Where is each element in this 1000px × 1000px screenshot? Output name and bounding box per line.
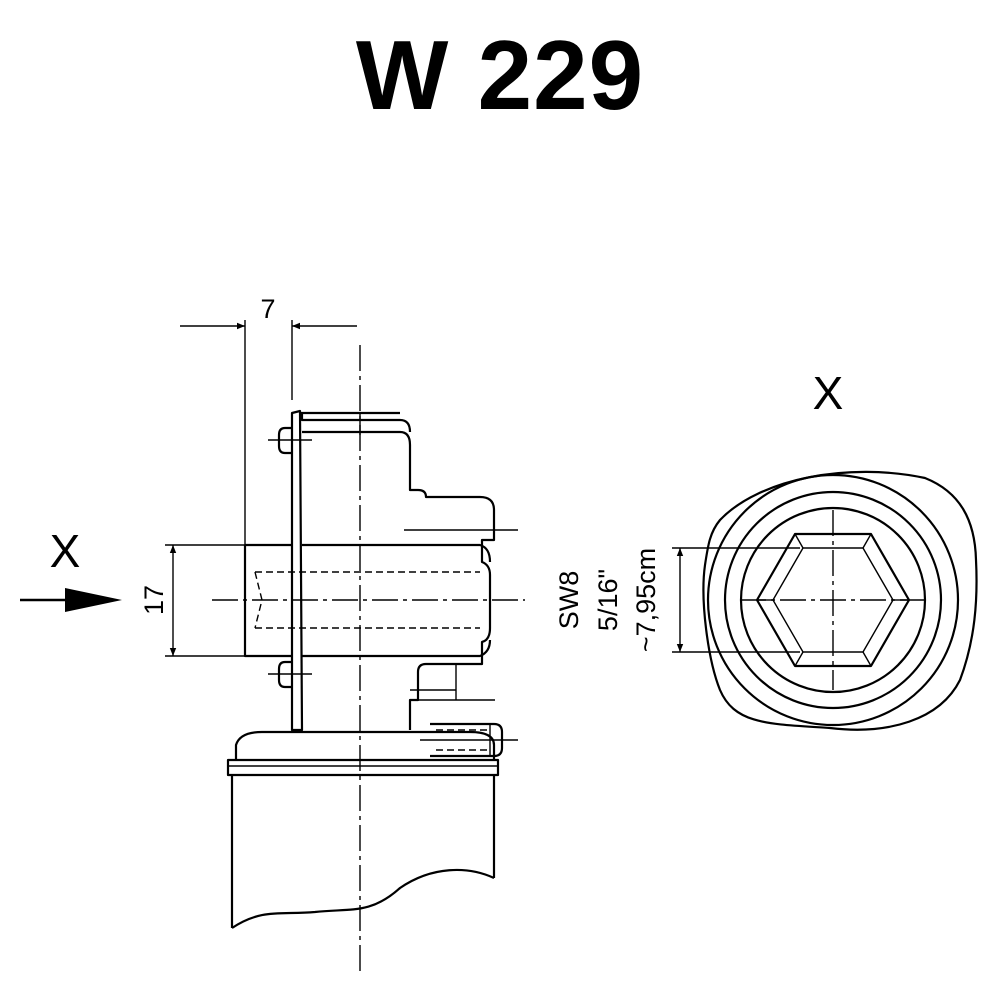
flange-plate: [290, 409, 412, 732]
side-view: 7 17 X: [20, 294, 525, 975]
dimension-7: 7: [180, 294, 357, 545]
outer-ring: [706, 473, 960, 727]
base-flange: [226, 730, 500, 777]
dim-top-label: 7: [260, 294, 275, 324]
view-arrow: X: [20, 525, 122, 612]
drive-shaft: [212, 543, 525, 658]
outer-contour: [702, 470, 978, 731]
motor-body: [230, 775, 496, 929]
detail-view-label: X: [813, 367, 844, 419]
metric-size-label: ~7,95cm: [631, 548, 661, 652]
detail-view-x: X: [672, 367, 978, 731]
flange-screw-lugs: [268, 426, 312, 689]
housing-body: [302, 430, 518, 730]
wrench-size-label: SW8: [554, 571, 584, 630]
view-marker-label: X: [50, 525, 81, 577]
side-screw: [420, 722, 518, 758]
dimension-17: 17: [139, 544, 245, 657]
dim-left-label: 17: [139, 585, 169, 615]
inch-size-label: 5/16": [593, 569, 623, 631]
spec-labels: SW8 5/16" ~7,95cm: [554, 548, 661, 652]
page-title: W 229: [355, 20, 645, 130]
middle-ring: [723, 490, 943, 710]
across-flats-dimension: [672, 547, 800, 653]
